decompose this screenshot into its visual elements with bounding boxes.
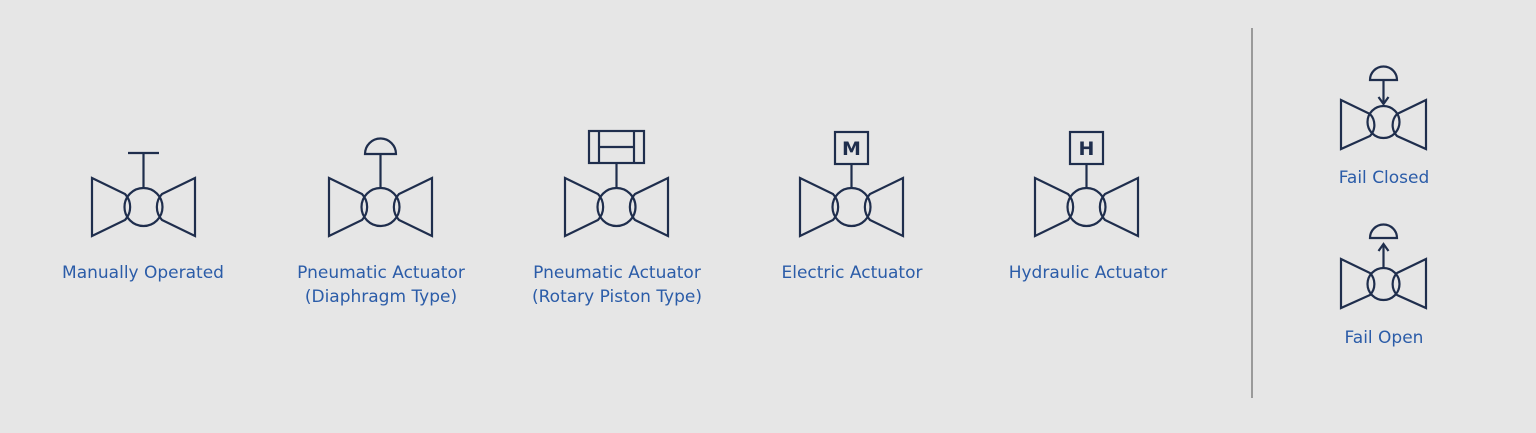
pneumatic-diaphragm-valve-icon [327, 137, 434, 238]
electric-valve-icon: M [798, 130, 905, 238]
label-fail-open: Fail Open [1345, 326, 1424, 350]
fail-open-valve-icon [1339, 223, 1428, 310]
label-line-1: Hydraulic Actuator [1008, 263, 1168, 283]
label-manually-operated: Manually Operated [62, 261, 224, 285]
label-line-1: Manually Operated [62, 263, 224, 283]
fail-closed-valve-icon [1339, 65, 1428, 151]
label-hydraulic-actuator: Hydraulic Actuator [1009, 261, 1168, 285]
pneumatic-rotary-piston-valve-icon [563, 129, 670, 238]
label-line-1: Pneumatic Actuator [297, 263, 465, 283]
label-line-2: (Rotary Piston Type) [532, 287, 702, 307]
label-pneumatic-diaphragm: Pneumatic Actuator (Diaphragm Type) [297, 261, 465, 309]
label-fail-closed: Fail Closed [1339, 166, 1430, 190]
electric-motor-letter: M [842, 138, 861, 160]
hydraulic-valve-icon: H [1033, 130, 1140, 238]
label-pneumatic-rotary-piston: Pneumatic Actuator (Rotary Piston Type) [532, 261, 702, 309]
label-line-1: Electric Actuator [781, 263, 923, 283]
manual-valve-icon [90, 151, 197, 238]
section-divider [1251, 28, 1253, 398]
label-electric-actuator: Electric Actuator [782, 261, 923, 285]
label-line-1: Fail Closed [1338, 168, 1430, 188]
hydraulic-letter: H [1079, 138, 1095, 160]
label-line-1: Fail Open [1344, 328, 1424, 348]
label-line-2: (Diaphragm Type) [304, 287, 458, 307]
label-line-1: Pneumatic Actuator [533, 263, 701, 283]
